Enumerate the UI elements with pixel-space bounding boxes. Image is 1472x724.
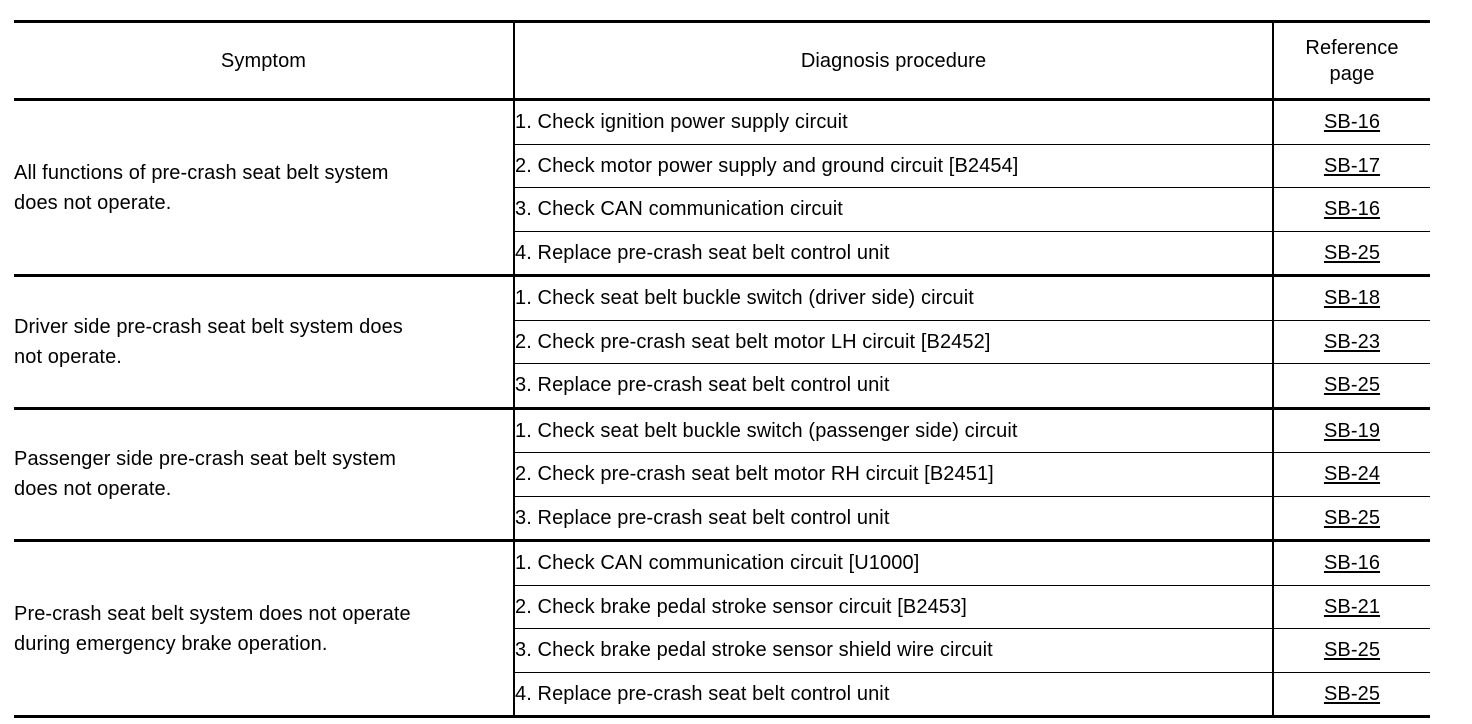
symptom-text-line-2: does not operate. [14,191,172,214]
reference-page-link[interactable]: SB-25 [1323,374,1381,397]
table-row: Pre-crash seat belt system does not oper… [14,540,1430,718]
reference-page-cell: SB-24 [1272,452,1430,497]
reference-page-link[interactable]: SB-23 [1323,330,1381,353]
symptom-text-line-2: not operate. [14,345,122,368]
reference-page-cell: SB-18 [1272,275,1430,321]
reference-page-link[interactable]: SB-21 [1323,595,1381,618]
diagnosis-procedure-cell: 4. Replace pre-crash seat belt control u… [513,672,1273,718]
diagnosis-procedure-cell: 3. Replace pre-crash seat belt control u… [513,496,1273,542]
reference-page-link[interactable]: SB-24 [1323,463,1381,486]
reference-page-cell: SB-25 [1272,628,1430,673]
symptom-text-line-2: during emergency brake operation. [14,632,328,655]
reference-page-cell: SB-19 [1272,408,1430,453]
table-row: All functions of pre-crash seat belt sys… [14,99,1430,277]
symptom-text-line-1: Driver side pre-crash seat belt system d… [14,315,403,338]
reference-page-link[interactable]: SB-16 [1323,111,1381,134]
symptom-text-line-1: Pre-crash seat belt system does not oper… [14,602,411,625]
symptom-text-line-1: All functions of pre-crash seat belt sys… [14,161,389,184]
reference-page-link[interactable]: SB-18 [1323,287,1381,310]
symptom-cell: All functions of pre-crash seat belt sys… [14,99,514,277]
diagnosis-procedure-cell: 1. Check ignition power supply circuit [513,99,1273,145]
reference-page-link[interactable]: SB-25 [1323,241,1381,264]
symptom-cell: Driver side pre-crash seat belt system d… [14,275,514,410]
symptom-cell: Passenger side pre-crash seat belt syste… [14,408,514,542]
reference-page-cell: SB-25 [1272,231,1430,277]
table-row: Driver side pre-crash seat belt system d… [14,275,1430,410]
table-row: 3. Check CAN communication circuit SB-16 [14,187,1430,232]
diagnosis-procedure-cell: 2. Check pre-crash seat belt motor RH ci… [513,452,1273,497]
diagnosis-procedure-cell: 3. Check brake pedal stroke sensor shiel… [513,628,1273,673]
reference-page-link[interactable]: SB-17 [1323,154,1381,177]
symptom-text-line-2: does not operate. [14,478,172,501]
symptom-cell: Pre-crash seat belt system does not oper… [14,540,514,718]
table-row: 2. Check motor power supply and ground c… [14,144,1430,188]
diagnosis-procedure-cell: 1. Check CAN communication circuit [U100… [513,540,1273,586]
symptom-text-line-1: Passenger side pre-crash seat belt syste… [14,448,397,471]
diagnosis-procedure-cell: 4. Replace pre-crash seat belt control u… [513,231,1273,277]
reference-page-cell: SB-23 [1272,320,1430,364]
diagnosis-procedure-cell: 2. Check motor power supply and ground c… [513,144,1273,188]
reference-page-cell: SB-16 [1272,540,1430,586]
table-row: 4. Replace pre-crash seat belt control u… [14,672,1430,718]
reference-page-link[interactable]: SB-25 [1323,639,1381,662]
reference-page-cell: SB-25 [1272,496,1430,542]
diagnosis-procedure-cell: 1. Check seat belt buckle switch (passen… [513,408,1273,453]
table-row: 3. Check brake pedal stroke sensor shiel… [14,628,1430,673]
reference-page-cell: SB-25 [1272,672,1430,718]
diagnosis-procedure-cell: 3. Replace pre-crash seat belt control u… [513,363,1273,410]
header-row: Symptom Diagnosis procedure Reference pa… [14,20,1430,101]
table-header: Symptom Diagnosis procedure Reference pa… [14,20,1430,101]
table-row: 2. Check pre-crash seat belt motor RH ci… [14,452,1430,497]
table-body: All functions of pre-crash seat belt sys… [14,99,1430,718]
diagnosis-symptom-table: Symptom Diagnosis procedure Reference pa… [14,20,1430,718]
table-row: 4. Replace pre-crash seat belt control u… [14,231,1430,277]
reference-page-link[interactable]: SB-25 [1323,506,1381,529]
column-header-diagnosis-procedure: Diagnosis procedure [513,20,1273,101]
column-header-symptom: Symptom [14,20,514,101]
diagnosis-procedure-cell: 1. Check seat belt buckle switch (driver… [513,275,1273,321]
table-row: 2. Check pre-crash seat belt motor LH ci… [14,320,1430,364]
table-row: 3. Replace pre-crash seat belt control u… [14,496,1430,542]
diagnosis-procedure-cell: 2. Check brake pedal stroke sensor circu… [513,585,1273,629]
reference-header-line-1: Reference [1305,36,1399,59]
reference-page-cell: SB-25 [1272,363,1430,410]
reference-page-link[interactable]: SB-25 [1323,682,1381,705]
reference-page-cell: SB-16 [1272,187,1430,232]
table-row: 2. Check brake pedal stroke sensor circu… [14,585,1430,629]
reference-header-line-2: page [1329,62,1375,85]
reference-page-link[interactable]: SB-19 [1323,419,1381,442]
table-row: Passenger side pre-crash seat belt syste… [14,408,1430,542]
reference-page-cell: SB-21 [1272,585,1430,629]
reference-page-link[interactable]: SB-16 [1323,198,1381,221]
reference-page-link[interactable]: SB-16 [1323,552,1381,575]
column-header-reference-page: Reference page [1272,20,1430,101]
reference-page-cell: SB-16 [1272,99,1430,145]
reference-page-cell: SB-17 [1272,144,1430,188]
diagnosis-procedure-cell: 3. Check CAN communication circuit [513,187,1273,232]
table-row: 3. Replace pre-crash seat belt control u… [14,363,1430,410]
diagnosis-procedure-cell: 2. Check pre-crash seat belt motor LH ci… [513,320,1273,364]
